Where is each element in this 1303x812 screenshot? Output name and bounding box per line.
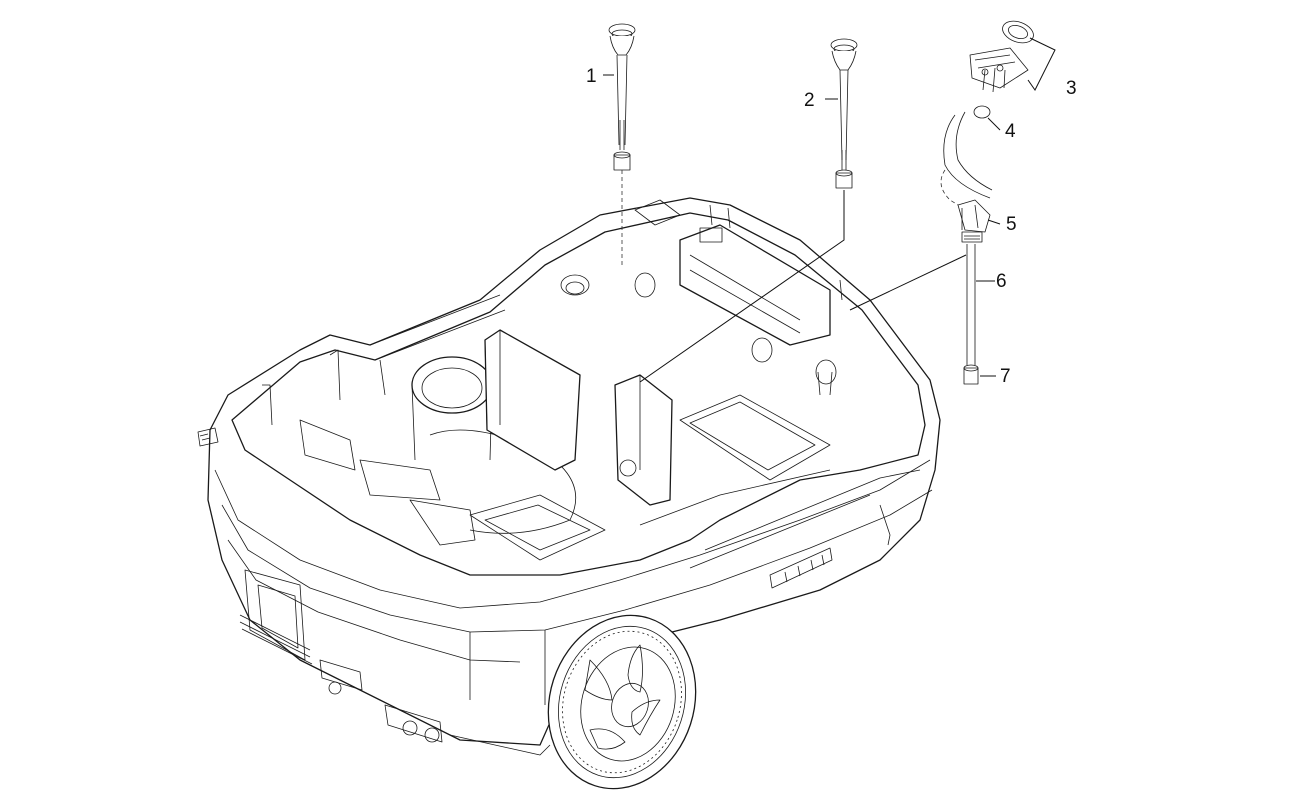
callout-5: 5 (1006, 214, 1017, 235)
callout-2: 2 (804, 90, 815, 111)
part-2-tube (830, 38, 858, 189)
part-1-tube (608, 23, 636, 265)
part-3-assembly (969, 20, 1056, 93)
wheel (547, 614, 697, 790)
part-7-endcap (963, 364, 979, 385)
callout-3: 3 (1066, 78, 1077, 99)
callout-4: 4 (1005, 121, 1016, 142)
leader-lines (603, 74, 1001, 383)
part-6-rod (966, 244, 976, 365)
callout-6: 6 (996, 271, 1007, 292)
callout-labels: 1 2 3 4 5 6 7 (586, 66, 1077, 387)
part-5-connector (957, 199, 991, 243)
part-4-hose (940, 105, 993, 206)
callout-1: 1 (586, 66, 597, 87)
callout-7: 7 (1000, 366, 1011, 387)
chassis-interior (197, 199, 843, 561)
base-chassis (207, 197, 941, 756)
